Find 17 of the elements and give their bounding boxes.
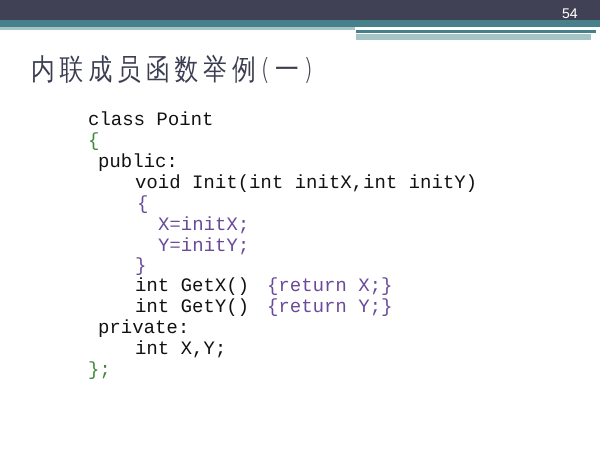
code-line: int GetX() <box>135 275 250 297</box>
page-number: 54 <box>562 5 578 21</box>
code-line: }; <box>88 359 111 381</box>
slide-title: 内联成员函数举例(一) <box>31 51 318 88</box>
code-line: { <box>88 130 100 152</box>
code-line: X=initX; <box>158 214 250 236</box>
code-line: void Init(int initX,int initY) <box>135 172 478 194</box>
code-line: public: <box>98 151 178 173</box>
code-line: {return X;} <box>267 275 392 297</box>
code-line: {return Y;} <box>267 296 392 318</box>
code-line: } <box>135 255 146 277</box>
code-line: int X,Y; <box>135 338 226 360</box>
code-line: Y=initY; <box>158 235 250 257</box>
code-line: private: <box>98 317 190 339</box>
code-line: int GetY() <box>135 296 250 318</box>
code-line: { <box>137 193 148 215</box>
code-line: class Point <box>88 109 214 131</box>
